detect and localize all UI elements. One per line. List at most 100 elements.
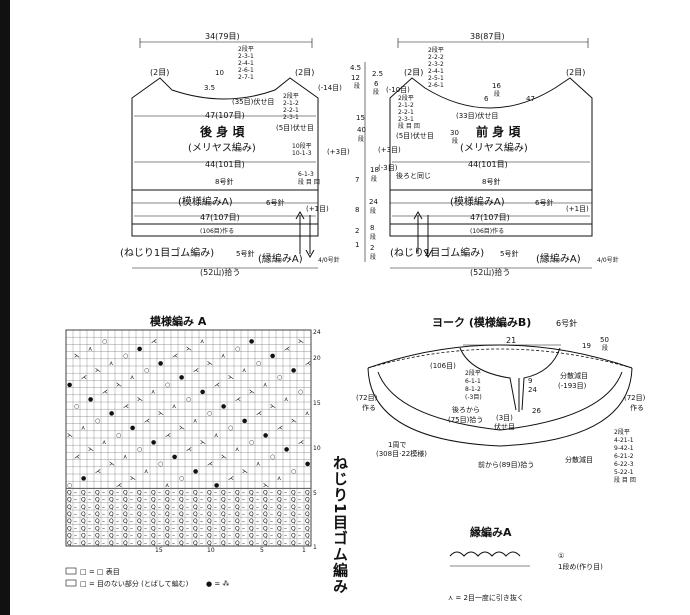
chart-rib-symbol: Q	[81, 533, 86, 540]
chart-rib-symbol: –	[172, 504, 175, 511]
yoke-back-from: 後ろから	[452, 405, 480, 414]
chart-rib-symbol: Q	[263, 540, 268, 547]
center-label-19: 2	[370, 244, 374, 252]
chart-stitch-symbol: ⋏	[88, 345, 93, 352]
chart-stitch-symbol: ⋋	[158, 410, 164, 417]
chart-rib-symbol: Q	[207, 540, 212, 547]
front-neck-row-3: 2-4-1	[428, 68, 444, 75]
front-h30: 30	[450, 129, 459, 137]
chart-rib-symbol: Q	[165, 489, 170, 496]
chart-rib-symbol: Q	[137, 504, 142, 511]
chart-rib-symbol: –	[298, 540, 301, 547]
yoke-needle: 6号針	[556, 318, 577, 328]
chart-rib-symbol: Q	[277, 497, 282, 504]
chart-stitch-symbol: ●	[172, 453, 177, 460]
chart-legend-1: □ = □ 表目	[80, 567, 120, 576]
center-label-3: 2.5	[372, 70, 383, 78]
back-w44: 44(101目)	[205, 160, 245, 169]
chart-rib-symbol: Q	[109, 525, 114, 532]
chart-rib-symbol: –	[228, 540, 231, 547]
front-make106: (106目)作る	[470, 227, 504, 235]
chart-rib-symbol: Q	[207, 489, 212, 496]
chart-rib-symbol: –	[144, 540, 147, 547]
chart-rib-symbol: Q	[137, 497, 142, 504]
chart-rib-symbol: –	[130, 497, 133, 504]
front-neck-row-1: 2-2-2	[428, 54, 444, 61]
chart-rib-symbol: Q	[291, 511, 296, 518]
front-neck-row-0: 2段平	[428, 46, 444, 54]
chart-rib-symbol: –	[242, 533, 245, 540]
center-label-7: 40	[357, 126, 366, 134]
back-shoulder-row-0: 2段平	[283, 92, 299, 100]
chart-rib-symbol: –	[186, 533, 189, 540]
chart-stitch-symbol: ⋏	[242, 367, 247, 374]
chart-rib-symbol: –	[270, 489, 273, 496]
chart-stitch-symbol: ⋌	[256, 410, 262, 417]
chart-rib-symbol: –	[102, 533, 105, 540]
chart-stitch-symbol: ⋋	[207, 360, 213, 367]
chart-rib-symbol: –	[74, 540, 77, 547]
chart-rib-symbol: –	[88, 497, 91, 504]
chart-rib-symbol: Q	[193, 518, 198, 525]
front-2moku-right: (2目)	[566, 68, 585, 77]
chart-rib-symbol: –	[172, 540, 175, 547]
book-spine	[0, 0, 10, 615]
chart-col-num-1: 10	[207, 547, 215, 554]
chart-stitch-symbol: ⋌	[284, 345, 290, 352]
yoke-h26: 26	[532, 407, 541, 415]
yoke-make72-right2: 作る	[630, 403, 644, 412]
chart-stitch-symbol: ●	[88, 396, 93, 403]
chart-rib-symbol: –	[172, 533, 175, 540]
chart-rib-symbol: Q	[263, 511, 268, 518]
chart-rib-symbol: Q	[151, 540, 156, 547]
chart-rib-symbol: Q	[109, 533, 114, 540]
chart-rib-symbol: –	[88, 540, 91, 547]
chart-rib-symbol: Q	[207, 533, 212, 540]
chart-stitch-symbol: ○	[116, 432, 121, 439]
chart-rib-symbol: –	[298, 497, 301, 504]
chart-stitch-symbol: ⋋	[242, 468, 248, 475]
chart-stitch-symbol: ⋌	[298, 439, 304, 446]
back-needle5: 5号針	[236, 249, 254, 258]
chart-rib-symbol: –	[186, 497, 189, 504]
chart-rib-symbol: Q	[221, 497, 226, 504]
chart-row-num-0: 24	[313, 329, 321, 336]
chart-rib-symbol: Q	[81, 489, 86, 496]
chart-rib-symbol: –	[186, 518, 189, 525]
chart-stitch-symbol: ⋏	[235, 446, 240, 453]
chart-stitch-symbol: ⋌	[172, 353, 178, 360]
chart-stitch-symbol: ●	[284, 446, 289, 453]
chart-rib-symbol: –	[200, 504, 203, 511]
chart-rib-symbol: Q	[165, 511, 170, 518]
chart-rib-symbol: Q	[221, 518, 226, 525]
chart-rib-symbol: –	[298, 504, 301, 511]
back-plus3: (+3目)	[327, 148, 350, 156]
chart-rib-symbol: Q	[207, 525, 212, 532]
chart-rib-symbol: –	[214, 511, 217, 518]
chart-rib-symbol: Q	[137, 525, 142, 532]
chart-stitch-symbol: ⋌	[95, 468, 101, 475]
center-label-5: 段	[373, 88, 379, 96]
chart-rib-symbol: –	[116, 504, 119, 511]
chart-rib-symbol: –	[228, 504, 231, 511]
chart-rib-symbol: –	[284, 525, 287, 532]
front-neck-minus10: (-10目)	[386, 86, 410, 94]
chart-rib-symbol: –	[158, 533, 161, 540]
chart-stitch-symbol: ⋌	[102, 389, 108, 396]
chart-stitch-symbol: ⋌	[277, 425, 283, 432]
yoke-round1: 1周で	[388, 441, 406, 449]
chart-rib-symbol: Q	[137, 540, 142, 547]
chart-rib-symbol: Q	[263, 504, 268, 511]
chart-rib-symbol: Q	[123, 525, 128, 532]
center-label-12: 8	[355, 206, 359, 214]
chart-rib-symbol: –	[102, 540, 105, 547]
yoke-dec-row-0: 2段平	[614, 428, 630, 436]
chart-stitch-symbol: ○	[298, 389, 303, 396]
chart-rib-symbol: –	[228, 533, 231, 540]
chart-stitch-symbol: ⋋	[249, 389, 255, 396]
pattern-chart-grid: ○⋌⋏●⋋⋏●⋋○⋌⋋○⋌⋏●⋏●⋋○⋌⋋○⋌⋏●⋌⋏●⋋○●⋋○⋌⋏⋌⋏●⋋○…	[65, 329, 312, 547]
chart-rib-symbol: –	[214, 518, 217, 525]
chart-stitch-symbol: ⋋	[116, 381, 122, 388]
chart-rib-label: ねじり1目ゴム編み	[331, 455, 349, 595]
chart-stitch-symbol: ⋏	[151, 389, 156, 396]
